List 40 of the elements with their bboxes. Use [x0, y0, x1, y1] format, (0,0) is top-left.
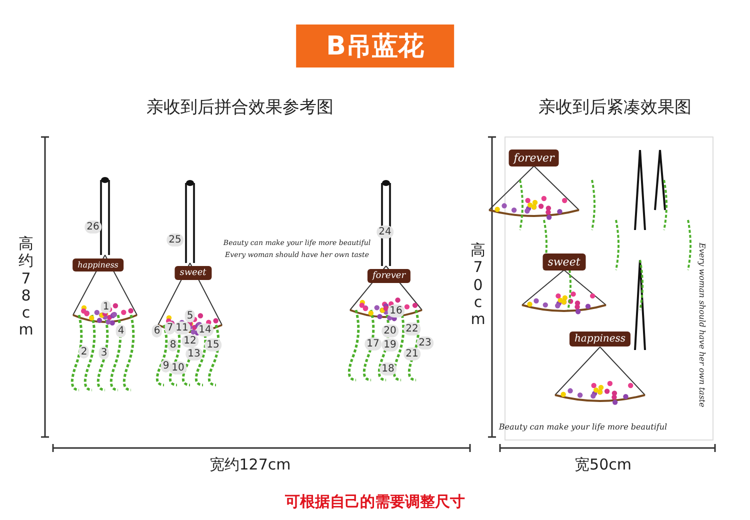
- callout-number: 23: [416, 336, 434, 350]
- quote-text: Every woman should have her own taste: [698, 242, 706, 408]
- dimension-label: 宽约127cm: [209, 456, 291, 474]
- callout-number: 19: [382, 338, 398, 352]
- title-banner: B吊蓝花: [296, 24, 454, 68]
- hanging-sign: sweet: [542, 254, 586, 270]
- callout-number: 4: [116, 324, 126, 338]
- callout-number: 25: [166, 234, 184, 246]
- callout-number: 7: [164, 322, 176, 334]
- callout-number: 11: [174, 322, 190, 334]
- quote-text: Beauty can make your life more beautiful: [498, 422, 668, 432]
- callout-number: 20: [382, 324, 398, 338]
- callout-number: 5: [184, 310, 196, 322]
- callout-number: 16: [388, 304, 404, 318]
- callout-number: 10: [170, 362, 186, 374]
- hanging-sign: forever: [508, 150, 560, 166]
- dimension-label: 宽50cm: [574, 456, 632, 474]
- callout-number: 1: [100, 300, 112, 314]
- callout-number: 18: [380, 362, 396, 376]
- callout-number: 9: [160, 360, 172, 372]
- callout-number: 8: [168, 338, 178, 352]
- callout-number: 14: [196, 324, 214, 336]
- heading: 亲收到后紧凑效果图: [538, 96, 692, 118]
- callout-number: 12: [182, 334, 198, 348]
- callout-number: 6: [152, 324, 162, 338]
- callout-number: 2: [78, 346, 90, 358]
- callout-number: 24: [376, 226, 394, 238]
- callout-number: 26: [84, 220, 102, 234]
- heading: 亲收到后拼合效果参考图: [146, 96, 334, 118]
- callout-number: 3: [98, 346, 110, 360]
- hanging-sign: happiness: [569, 332, 631, 346]
- callout-number: 15: [204, 338, 222, 352]
- callout-number: 21: [404, 348, 420, 360]
- hanging-sign: happiness: [72, 258, 124, 272]
- hanging-sign: forever: [367, 269, 411, 283]
- callout-number: 17: [364, 338, 382, 350]
- hanging-sign: sweet: [174, 266, 212, 280]
- callout-number: 22: [404, 322, 420, 336]
- callout-number: 13: [186, 348, 202, 360]
- note-text: 可根据自己的需要调整尺寸: [285, 492, 465, 512]
